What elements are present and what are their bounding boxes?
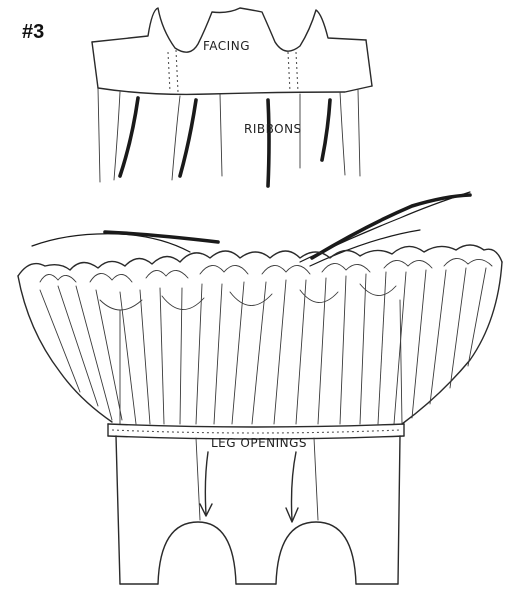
gathered-garment-drawing	[18, 192, 502, 584]
ribbon-1	[120, 98, 138, 176]
bodice-facing-drawing	[92, 8, 372, 186]
leg-openings-label: LEG OPENINGS	[211, 436, 307, 450]
ribbon-4	[322, 100, 330, 160]
ribbons-label: RIBBONS	[244, 122, 302, 136]
figure-number: #3	[22, 21, 44, 43]
facing-label: FACING	[203, 39, 250, 53]
ribbon-2	[180, 100, 196, 176]
ribbon-trail-right	[312, 195, 470, 258]
ribbon-3	[268, 100, 269, 186]
